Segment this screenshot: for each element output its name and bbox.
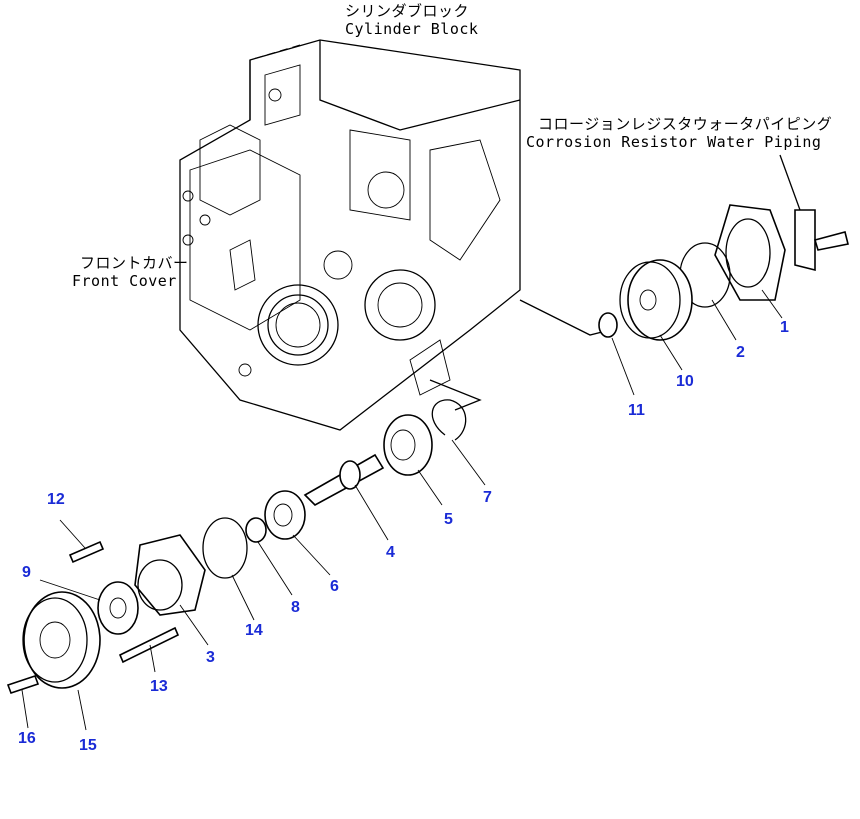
part-8-nut <box>245 517 267 543</box>
part-15-pulley <box>22 591 101 689</box>
leader-11 <box>519 299 611 336</box>
part-number-1: 1 <box>780 319 789 336</box>
part-6-bearing <box>264 490 306 540</box>
part-7-snap-ring <box>431 399 467 441</box>
part-number-2: 2 <box>736 344 745 361</box>
part-3-housing <box>134 534 206 616</box>
leader-7 <box>429 379 482 411</box>
part-number-5: 5 <box>444 511 453 528</box>
part-4-shaft <box>303 453 385 506</box>
cylinder-block-label-en: Cylinder Block <box>345 20 479 38</box>
part-1-cover-plate <box>714 204 849 301</box>
part-number-10: 10 <box>676 373 694 390</box>
part-12-bolt <box>68 540 105 564</box>
part-14-o-ring <box>202 517 248 579</box>
part-number-14: 14 <box>245 622 263 639</box>
part-number-4: 4 <box>386 544 395 561</box>
part-9-hub <box>97 581 139 635</box>
part-11-nut <box>598 312 618 338</box>
part-13-bolt <box>118 626 180 664</box>
part-number-6: 6 <box>330 578 339 595</box>
callout-leaders <box>21 289 783 731</box>
front-cover-label-jp: フロントカバー <box>80 254 189 272</box>
engine-block-drawing <box>179 39 521 431</box>
part-10-gear <box>619 259 693 341</box>
part-number-13: 13 <box>150 678 168 695</box>
cylinder-block-label-jp: シリンダブロック <box>345 2 470 20</box>
part-number-16: 16 <box>18 730 36 747</box>
corrosion-resistor-label-jp: コロージョンレジスタウォータパイピング <box>538 115 833 133</box>
part-number-11: 11 <box>628 402 645 419</box>
corrosion-resistor-label-en: Corrosion Resistor Water Piping <box>526 133 822 151</box>
part-number-15: 15 <box>79 737 97 754</box>
front-cover-label-en: Front Cover <box>72 272 177 290</box>
part-number-12: 12 <box>47 491 65 508</box>
part-number-7: 7 <box>483 489 492 506</box>
part-number-3: 3 <box>206 649 215 666</box>
part-number-8: 8 <box>291 599 300 616</box>
part-5-bearing <box>383 414 433 476</box>
part-16-bolt <box>6 674 40 695</box>
part-number-9: 9 <box>22 564 31 581</box>
leader-corrosion <box>779 154 801 211</box>
